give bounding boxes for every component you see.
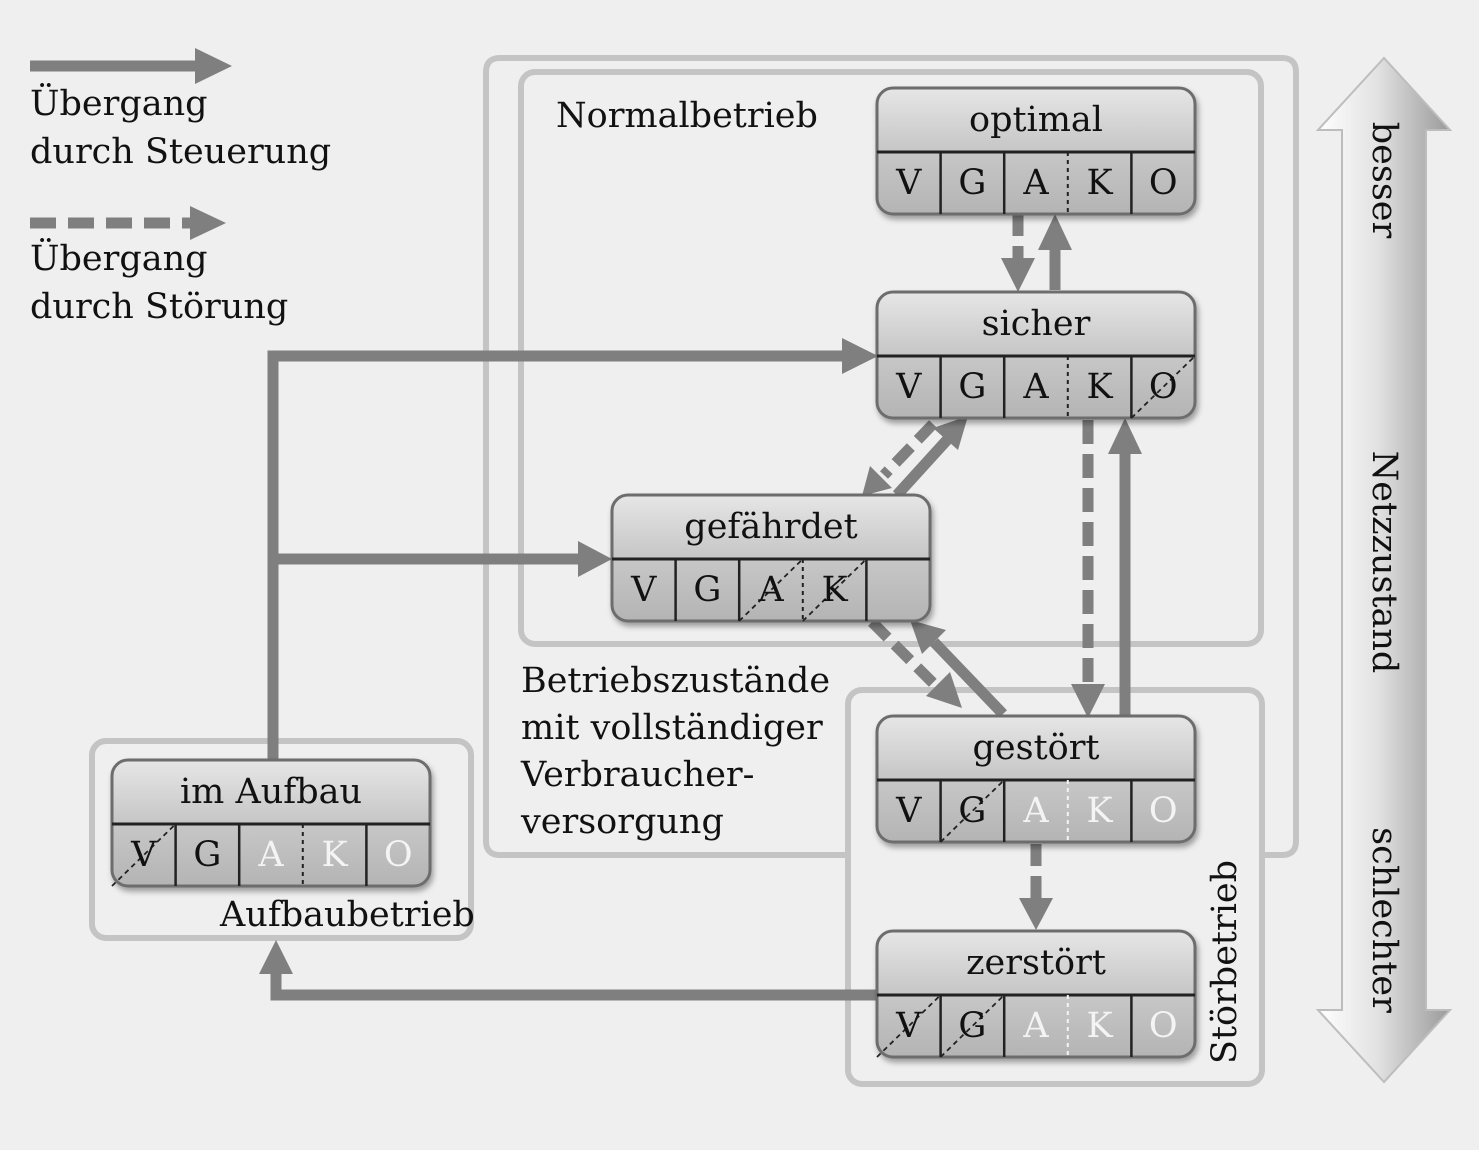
scale-better-label: besser <box>1364 121 1404 239</box>
arrowhead-gefaehrdet <box>578 541 612 577</box>
arrowhead-sicher-gefaehrdet <box>862 466 892 496</box>
cell-g: G <box>958 163 987 203</box>
arrowhead-sicher-optimal <box>1038 214 1072 250</box>
complete-supply-label-line3: Verbraucher- <box>521 755 755 795</box>
cell-k: K <box>321 835 348 875</box>
arrowhead-gestoert-gefaehrdet <box>910 620 946 654</box>
legend-arrows <box>30 48 232 240</box>
legend-control-label-line1: Übergang <box>30 84 208 124</box>
state-sicher-box <box>875 290 1197 420</box>
scale-double-arrow-icon <box>1315 56 1453 1084</box>
cell-o: O <box>383 835 413 875</box>
legend-fault-label-line2: durch Störung <box>30 287 289 327</box>
cell-v: V <box>896 791 922 831</box>
state-im-aufbau: im Aufbau V G A K O <box>112 760 430 886</box>
state-title: sicher <box>981 304 1091 344</box>
cell-g: G <box>958 367 987 407</box>
state-zerstoert-box <box>875 929 1197 1059</box>
cell-k: K <box>1086 791 1113 831</box>
state-title: gefährdet <box>684 507 858 547</box>
cell-a: A <box>1023 1006 1049 1046</box>
state-gefaehrdet-box <box>610 493 932 623</box>
legend-control-label-line2: durch Steuerung <box>30 132 332 172</box>
arrowhead-gestoert-zerstoert <box>1019 898 1053 930</box>
arrow-aufbau-to-sicher <box>267 350 845 760</box>
state-zerstoert: zerstört V G A K O <box>877 931 1195 1057</box>
arrow-gefaehrdet-to-gestoert-fault <box>868 618 944 694</box>
state-title: gestört <box>972 728 1100 768</box>
scale-worse-label: schlechter <box>1364 827 1404 1013</box>
cell-a: A <box>1023 367 1049 407</box>
cell-v: V <box>896 367 922 407</box>
cell-g: G <box>958 1006 987 1046</box>
arrow-gefaehrdet-to-sicher-control <box>892 436 952 499</box>
arrow-zerstoert-to-aufbau <box>270 970 878 1001</box>
cell-g: G <box>193 835 222 875</box>
arrowhead-gestoert-sicher <box>1108 418 1142 454</box>
cell-a: A <box>758 570 784 610</box>
setup-operation-label: Aufbaubetrieb <box>220 895 475 935</box>
complete-supply-label-line4: versorgung <box>521 802 724 842</box>
legend-fault-label-line1: Übergang <box>30 239 208 279</box>
cell-a: A <box>1023 791 1049 831</box>
cell-o: O <box>1148 791 1178 831</box>
state-optimal: optimal V G A K O <box>877 88 1195 214</box>
legend-solid-arrowhead <box>195 48 232 84</box>
arrow-gestoert-to-gefaehrdet-control <box>930 638 1007 718</box>
arrowhead-aufbau <box>259 940 293 974</box>
state-title: im Aufbau <box>179 772 363 812</box>
state-optimal-box <box>875 86 1197 216</box>
state-im-aufbau-box <box>110 758 432 888</box>
transition-arrows <box>259 214 1142 1001</box>
state-sicher: sicher V G A K O <box>877 292 1195 418</box>
cell-k: K <box>1086 163 1113 203</box>
cell-a: A <box>1023 163 1049 203</box>
state-gefaehrdet: gefährdet V G A K <box>612 495 930 621</box>
arrowhead-gefaehrdet-sicher <box>933 416 968 450</box>
cell-k: K <box>1086 367 1113 407</box>
fault-operation-frame <box>845 687 1265 1087</box>
arrow-sicher-to-gefaehrdet-fault <box>880 420 937 479</box>
cell-g: G <box>693 570 722 610</box>
cell-v: V <box>896 1006 922 1046</box>
state-title: zerstört <box>966 943 1106 983</box>
state-gestoert: gestört V G A K O <box>877 716 1195 842</box>
state-title: optimal <box>969 100 1103 140</box>
cell-o: O <box>1148 1006 1178 1046</box>
cell-v: V <box>631 570 657 610</box>
arrowhead-sicher <box>842 338 878 374</box>
normal-operation-label: Normalbetrieb <box>556 96 818 136</box>
state-boxes <box>110 86 1197 1059</box>
scale-axis-label: Netzzustand <box>1364 450 1404 674</box>
cell-k: K <box>1086 1006 1113 1046</box>
cell-k: K <box>821 570 848 610</box>
complete-supply-frame <box>483 55 1299 858</box>
state-gestoert-box <box>875 714 1197 844</box>
cell-v: V <box>896 163 922 203</box>
cell-a: A <box>258 835 284 875</box>
cell-g: G <box>958 791 987 831</box>
legend-dashed-arrowhead <box>190 206 226 240</box>
arrowhead-gefaehrdet-gestoert <box>926 672 962 708</box>
arrowhead-optimal-sicher <box>1001 258 1035 292</box>
complete-supply-label-line1: Betriebszustände <box>521 661 831 701</box>
setup-operation-frame <box>89 738 474 941</box>
cell-o: O <box>1148 163 1178 203</box>
complete-supply-label-line2: mit vollständiger <box>521 708 823 748</box>
cell-o: O <box>1148 367 1178 407</box>
arrowhead-sicher-gestoert <box>1071 684 1105 718</box>
cell-v: V <box>131 835 157 875</box>
fault-operation-label: Störbetrieb <box>1205 859 1245 1065</box>
